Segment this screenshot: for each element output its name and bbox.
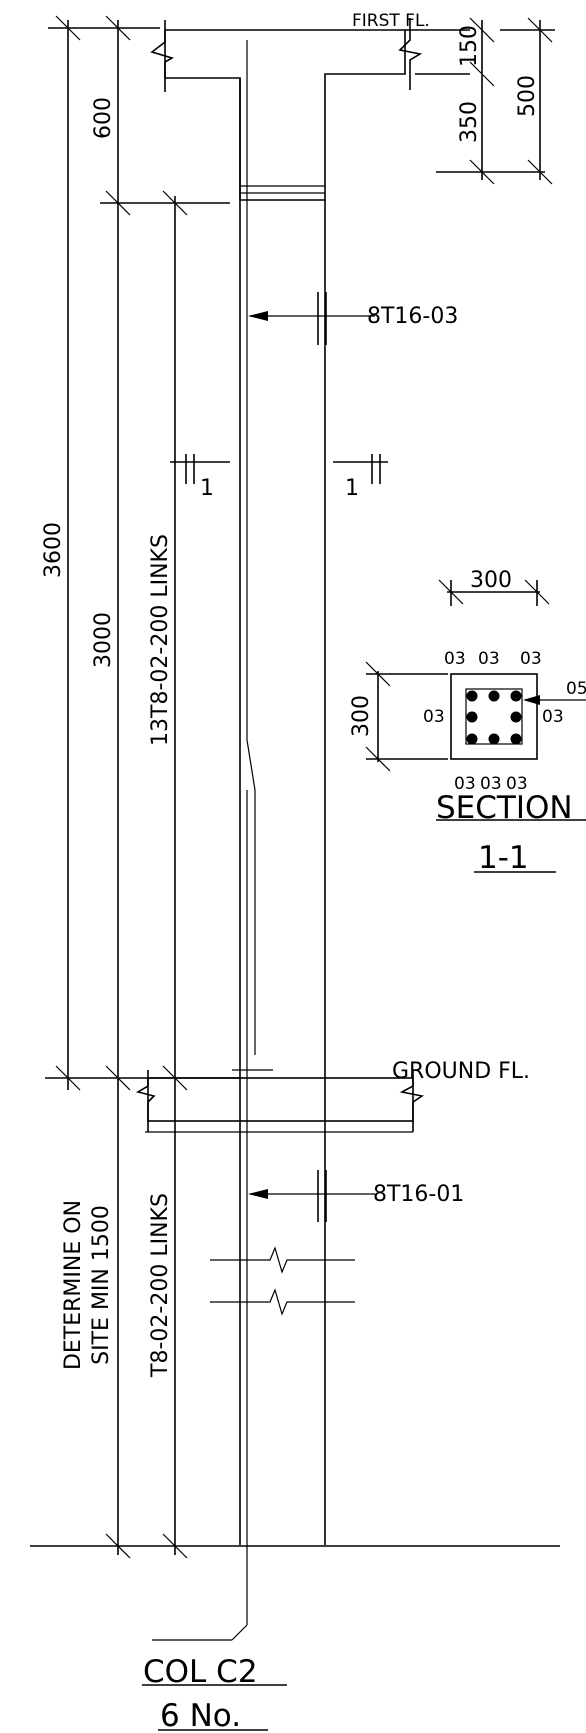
bar-upper-label: 8T16-03 [367, 304, 458, 329]
ground-floor-label: GROUND FL. [392, 1059, 530, 1084]
dim-beam-below: 350 [457, 101, 482, 143]
section-bottom-label-3: 03 [506, 774, 528, 794]
section-height-dim: 300 [349, 695, 374, 737]
section-ref: 1-1 [478, 840, 529, 876]
links-lower-label: T8-02-200 LINKS [148, 1193, 173, 1378]
first-floor-label: FIRST FL. [352, 11, 430, 31]
column-title: COL C2 [143, 1654, 258, 1690]
section-link-label: 05 [566, 679, 586, 699]
dimension-lines-right [405, 17, 555, 185]
section-mark-left-label: 1 [200, 476, 214, 501]
foundation-note-line1: DETERMINE ON [61, 1200, 86, 1370]
section-cut-mark-right [333, 454, 388, 484]
column-break-lines [210, 1246, 355, 1316]
dim-beam-total: 500 [515, 75, 540, 117]
section-1-1 [365, 579, 586, 873]
first-floor-beam [150, 18, 423, 201]
section-left-label: 03 [423, 707, 445, 727]
section-cut-mark-left [170, 454, 230, 484]
dim-clear-height: 3000 [91, 612, 116, 668]
section-right-label: 03 [542, 707, 564, 727]
column-outline [239, 78, 326, 1545]
ground-floor-slab [135, 1070, 425, 1133]
section-top-label-1: 03 [444, 649, 466, 669]
section-top-label-3: 03 [520, 649, 542, 669]
section-mark-right-label: 1 [345, 476, 359, 501]
dim-slab-depth: 150 [457, 25, 482, 67]
dimension-lines-left [45, 15, 240, 1559]
foundation-note-line2: SITE MIN 1500 [89, 1205, 114, 1365]
section-top-label-2: 03 [478, 649, 500, 669]
section-bottom-label-1: 03 [454, 774, 476, 794]
links-upper-label: 13T8-02-200 LINKS [148, 534, 173, 746]
title-underlines [142, 1684, 287, 1731]
section-bottom-label-2: 03 [480, 774, 502, 794]
dim-top-zone: 600 [91, 97, 116, 139]
main-reinforcement [152, 40, 273, 1641]
column-count: 6 No. [160, 1698, 241, 1733]
section-title: SECTION [436, 790, 573, 826]
section-width-dim: 300 [470, 568, 512, 593]
bar-lower-label: 8T16-01 [373, 1182, 464, 1207]
bar-leader-lower [248, 1170, 375, 1222]
dim-storey: 3600 [41, 522, 66, 578]
bar-leader-upper [248, 292, 375, 345]
